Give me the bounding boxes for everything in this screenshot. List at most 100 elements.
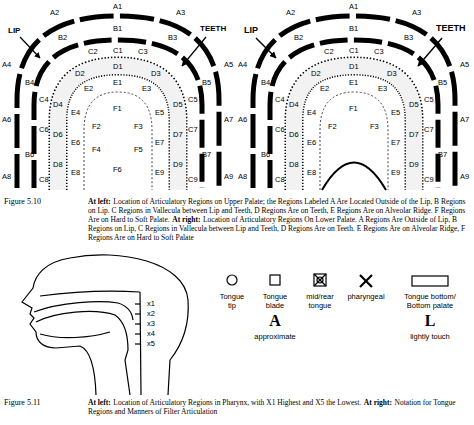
region-label: B2 <box>58 33 67 42</box>
manner-symbol: A <box>260 312 290 330</box>
caption-lead: At left: <box>88 398 111 407</box>
region-label: C7 <box>424 125 434 134</box>
region-label: A6 <box>238 115 247 124</box>
region-label: C6 <box>275 125 285 134</box>
region-label: E5 <box>155 108 164 117</box>
caption-lead: At left: <box>88 197 111 206</box>
region-label: A2 <box>50 8 59 17</box>
region-label: C8 <box>275 175 285 184</box>
region-label: F2 <box>328 122 337 131</box>
region-label: x5 <box>147 339 155 348</box>
region-label: D5 <box>173 100 183 109</box>
region-label: D1 <box>349 62 359 71</box>
region-label: E7 <box>155 138 164 147</box>
region-label: A1 <box>349 2 358 11</box>
region-label: E1 <box>349 78 358 87</box>
region-label: B1 <box>349 24 358 33</box>
region-label: A7 <box>224 115 233 124</box>
part-label: TEETH <box>436 24 466 33</box>
region-label: E2 <box>320 84 329 93</box>
symbol-label: Tongue blade <box>260 292 290 310</box>
region-label: B7 <box>438 150 447 159</box>
region-label: A8 <box>2 172 11 181</box>
symbol-label: mid/rear tongue <box>300 292 340 310</box>
region-label: F3 <box>370 122 379 131</box>
region-label: C2 <box>324 47 334 56</box>
region-label: x4 <box>147 329 155 338</box>
region-label: F6 <box>113 165 122 174</box>
notation-symbols <box>227 274 448 287</box>
region-label: B6 <box>261 150 270 159</box>
region-label: A9 <box>224 172 233 181</box>
region-label: C9 <box>188 175 198 184</box>
part-label: LIP <box>8 26 20 35</box>
region-label: B2 <box>294 33 303 42</box>
region-label: D2 <box>75 69 85 78</box>
region-label: C5 <box>188 95 198 104</box>
lower-palate <box>253 16 455 190</box>
region-label: E3 <box>142 84 151 93</box>
caption-text: At left:Location of Articulatory Regions… <box>88 197 470 242</box>
region-label: C4 <box>39 95 49 104</box>
region-label: D4 <box>53 100 63 109</box>
manner-label: lightly touch <box>395 332 465 341</box>
part-label: TEETH <box>200 24 226 33</box>
region-label: D5 <box>409 100 419 109</box>
region-label: B4 <box>261 78 270 87</box>
region-label: D2 <box>311 69 321 78</box>
region-label: E6 <box>71 138 80 147</box>
region-label: A4 <box>2 60 11 69</box>
part-label: LIP <box>244 26 258 35</box>
region-label: C6 <box>39 125 49 134</box>
region-label: E1 <box>113 78 122 87</box>
region-label: F3 <box>134 122 143 131</box>
region-label: E8 <box>71 168 80 177</box>
region-label: E7 <box>391 138 400 147</box>
region-label: F1 <box>349 104 358 113</box>
region-label: B6 <box>25 150 34 159</box>
region-label: B5 <box>438 78 447 87</box>
region-label: E6 <box>307 138 316 147</box>
region-label: A5 <box>460 60 469 69</box>
caption-text: At left:Location of Articulatory Regions… <box>88 398 470 416</box>
symbol-label: Tongue bottom/ Bottom palate <box>395 292 465 310</box>
region-label: F5 <box>134 145 143 154</box>
manner-label: approximate <box>240 332 310 341</box>
region-label: C1 <box>349 46 359 55</box>
region-label: x2 <box>147 309 155 318</box>
caption-lead: At right: <box>364 398 392 407</box>
region-label: A9 <box>460 172 469 181</box>
region-label: D3 <box>151 69 161 78</box>
region-label: A8 <box>238 172 247 181</box>
region-label: D8 <box>53 160 63 169</box>
region-label: A1 <box>113 2 122 11</box>
region-label: E9 <box>155 168 164 177</box>
region-label: C5 <box>424 95 434 104</box>
figure-number: Figure 5.11 <box>4 398 41 407</box>
symbol-label: pharyngeal <box>344 292 388 301</box>
region-label: B3 <box>168 33 177 42</box>
region-label: C3 <box>374 47 384 56</box>
region-label: B3 <box>404 33 413 42</box>
region-label: E8 <box>307 168 316 177</box>
region-label: C9 <box>424 175 434 184</box>
region-label: D6 <box>53 130 63 139</box>
region-label: D8 <box>289 160 299 169</box>
region-label: E9 <box>391 168 400 177</box>
region-label: A5 <box>224 60 233 69</box>
region-label: D7 <box>173 130 183 139</box>
region-label: A2 <box>286 8 295 17</box>
caption-lead: At right: <box>172 215 200 224</box>
figure-number: Figure 5.10 <box>4 197 41 206</box>
region-label: x1 <box>147 299 155 308</box>
region-label: D4 <box>289 100 299 109</box>
region-label: B7 <box>202 150 211 159</box>
region-label: B4 <box>25 78 34 87</box>
region-label: C4 <box>275 95 285 104</box>
caption-body: Location of Articulatory Regions in Phar… <box>113 398 361 407</box>
region-label: C3 <box>138 47 148 56</box>
region-label: A3 <box>176 8 185 17</box>
region-label: F1 <box>113 104 122 113</box>
head-profile <box>22 255 188 395</box>
region-label: A6 <box>2 115 11 124</box>
